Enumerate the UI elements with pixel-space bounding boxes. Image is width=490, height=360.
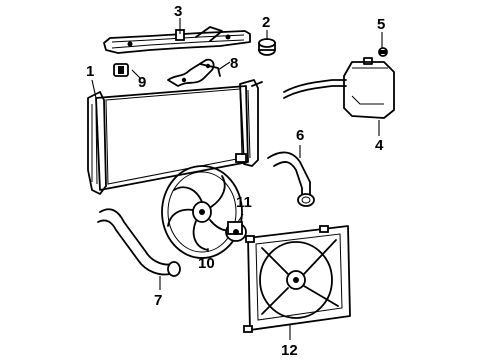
callout-11: 11 xyxy=(236,194,252,211)
upper-hose-part xyxy=(267,151,315,207)
reservoir-cap-part xyxy=(378,47,388,57)
callout-10: 10 xyxy=(198,255,215,272)
callout-9: 9 xyxy=(138,74,146,91)
callout-4: 4 xyxy=(375,137,384,154)
callout-3: 3 xyxy=(174,3,182,20)
clip-part xyxy=(113,63,129,77)
callout-12: 12 xyxy=(281,342,298,359)
upper-shroud-part xyxy=(103,26,251,54)
fan-shroud-part xyxy=(243,225,351,333)
callout-5: 5 xyxy=(377,16,385,33)
leader-lines xyxy=(91,18,383,340)
coolant-reservoir-part xyxy=(283,57,395,119)
callout-7: 7 xyxy=(154,292,162,309)
callout-labels: 3 2 5 1 9 8 4 6 11 10 7 12 xyxy=(86,3,385,359)
lower-hose-part xyxy=(97,208,181,277)
callout-1: 1 xyxy=(86,63,94,80)
radiator-part xyxy=(87,79,263,195)
cooling-fan-part xyxy=(161,165,243,259)
callout-2: 2 xyxy=(262,14,270,31)
radiator-cap-part xyxy=(258,38,276,56)
fan-motor-part xyxy=(225,221,247,242)
callout-8: 8 xyxy=(230,55,238,72)
bracket-part xyxy=(167,58,221,87)
callout-6: 6 xyxy=(296,127,304,144)
